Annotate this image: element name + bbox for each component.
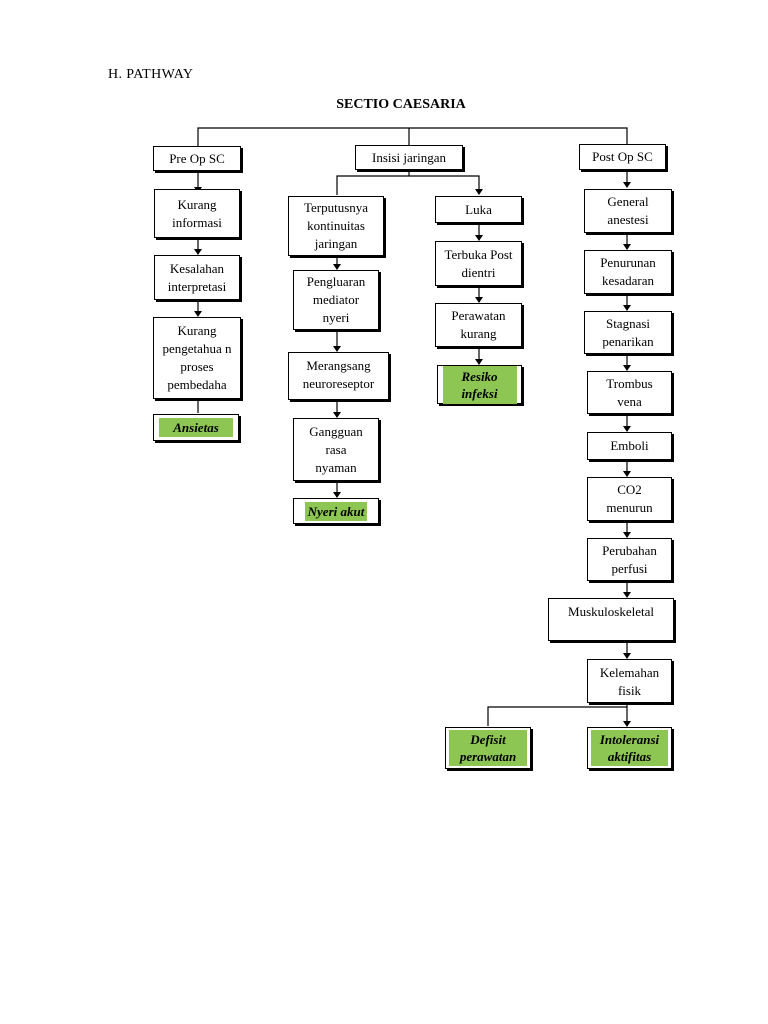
arrowhead [623, 365, 631, 371]
node-label: Merangsang neuroreseptor [302, 358, 375, 391]
arrowhead [623, 721, 631, 727]
node-nyeri-akut: Nyeri akut [293, 498, 379, 524]
node-label: Pre Op SC [169, 150, 225, 166]
node-label: Kesalahan interpretasi [167, 260, 227, 294]
arrowhead [623, 471, 631, 477]
node-co2-menurun: CO2 menurun [587, 477, 672, 521]
node-general-anestesi: General anestesi [584, 189, 672, 233]
node-intoleransi-aktifitas: Intoleransi aktifitas [587, 727, 672, 769]
node-label: Kurang informasi [172, 196, 222, 230]
node-luka: Luka [435, 196, 522, 223]
node-label: Stagnasi penarikan [602, 315, 654, 349]
node-kelemahan-fisik: Kelemahan fisik [587, 659, 672, 703]
node-stagnasi-penarikan: Stagnasi penarikan [584, 311, 672, 354]
arrowhead [194, 249, 202, 255]
section-heading: H. PATHWAY [108, 67, 194, 82]
node-label: Defisit perawatan [449, 730, 527, 766]
node-label: Pengluaran mediator nyeri [306, 274, 366, 325]
node-perawatan-kurang: Perawatan kurang [435, 303, 522, 347]
node-label: Intoleransi aktifitas [591, 730, 668, 766]
arrowhead [475, 235, 483, 241]
node-label: Trombus vena [606, 375, 653, 409]
node-muskuloskeletal: Muskuloskeletal [548, 598, 674, 641]
arrowhead [475, 359, 483, 365]
node-insisi-jaringan: Insisi jaringan [355, 145, 463, 170]
arrowhead [623, 653, 631, 659]
node-kurang-informasi: Kurang informasi [154, 189, 240, 238]
node-kurang-pengetahuan: Kurang pengetahua n proses pembedaha [153, 317, 241, 399]
node-label: Terbuka Post dientri [444, 246, 513, 280]
arrowhead [623, 182, 631, 188]
arrowhead [333, 264, 341, 270]
diagram-title: SECTIO CAESARIA [336, 97, 466, 112]
node-resiko-infeksi: Resiko infeksi [437, 365, 522, 404]
arrowhead [475, 297, 483, 303]
node-label: Perubahan perfusi [602, 542, 657, 576]
arrowhead [623, 305, 631, 311]
node-label: Penurunan kesadaran [600, 255, 656, 288]
arrowhead [333, 412, 341, 418]
node-terputusnya: Terputusnya kontinuitas jaringan [288, 196, 384, 256]
node-label: Kurang pengetahua n proses pembedaha [162, 323, 232, 392]
node-label: Luka [465, 201, 492, 217]
node-post-op: Post Op SC [579, 144, 666, 170]
node-pengluaran: Pengluaran mediator nyeri [293, 270, 379, 330]
node-pre-op: Pre Op SC [153, 146, 241, 171]
arrowhead [333, 492, 341, 498]
node-label: Perawatan kurang [451, 308, 506, 341]
arrowhead [194, 311, 202, 317]
node-label: General anestesi [607, 194, 649, 227]
node-label: Muskuloskeletal [568, 604, 654, 619]
arrowhead [333, 346, 341, 352]
node-defisit-perawatan: Defisit perawatan [445, 727, 531, 769]
arrowhead [475, 189, 483, 195]
node-kesalahan-interpretasi: Kesalahan interpretasi [154, 255, 240, 300]
node-merangsang: Merangsang neuroreseptor [288, 352, 389, 400]
arrowhead [623, 532, 631, 538]
node-trombus-vena: Trombus vena [587, 371, 672, 414]
node-label: Post Op SC [592, 149, 653, 164]
node-label: Nyeri akut [304, 501, 368, 521]
node-penurunan-kesadaran: Penurunan kesadaran [584, 250, 672, 294]
node-ansietas: Ansietas [153, 414, 239, 441]
node-label: Gangguan rasa nyaman [309, 423, 363, 475]
node-label: CO2 menurun [606, 482, 653, 515]
node-perubahan-perfusi: Perubahan perfusi [587, 538, 672, 581]
node-gangguan: Gangguan rasa nyaman [293, 418, 379, 481]
arrowhead [623, 426, 631, 432]
node-emboli: Emboli [587, 432, 672, 460]
node-label: Kelemahan fisik [599, 665, 660, 698]
node-label: Insisi jaringan [371, 149, 446, 165]
node-terbuka: Terbuka Post dientri [435, 241, 522, 286]
arrowhead [623, 244, 631, 250]
node-label: Emboli [610, 438, 649, 453]
node-label: Resiko infeksi [442, 365, 517, 404]
node-label: Ansietas [159, 418, 233, 437]
node-label: Terputusnya kontinuitas jaringan [303, 200, 369, 251]
arrowhead [623, 592, 631, 598]
